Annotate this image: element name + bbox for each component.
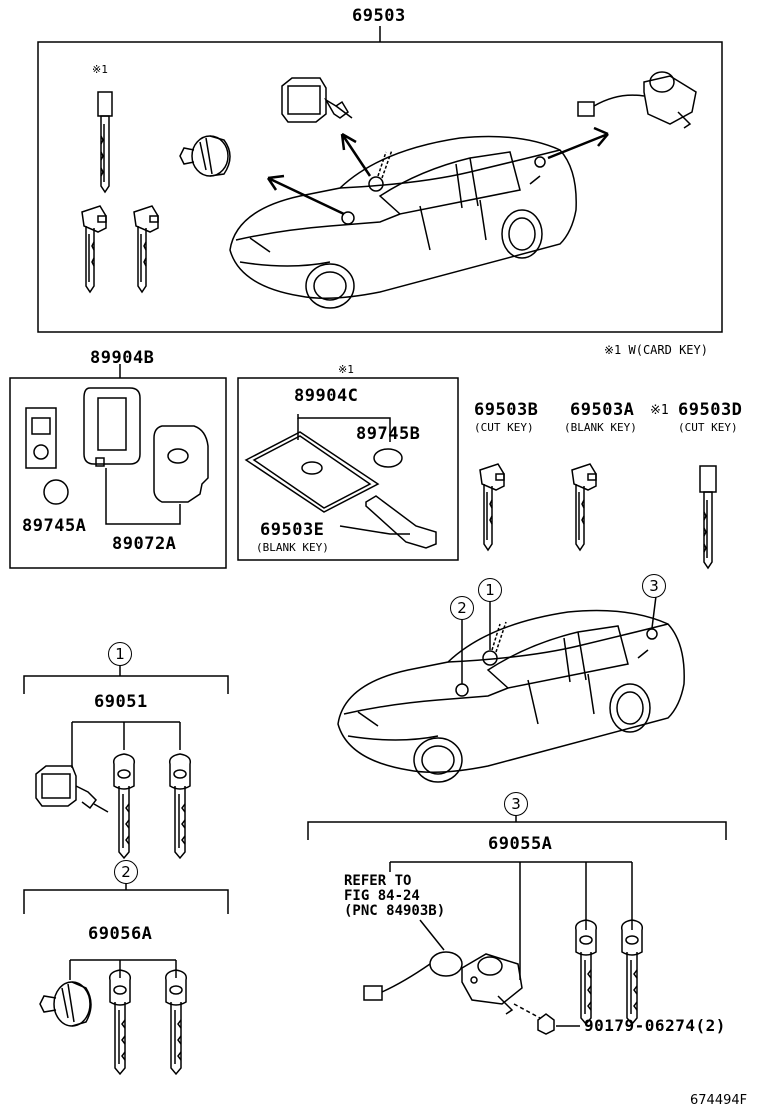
vehicle-outline-bottom: [337, 609, 685, 783]
key-1-set-1: [112, 753, 136, 859]
label-69503E-note: (BLANK KEY): [256, 541, 329, 554]
key-69503B: [479, 463, 505, 551]
card-key-blade: [365, 495, 437, 549]
key-69503D: [699, 465, 717, 569]
marker-3-legend: 3: [504, 792, 528, 816]
trunk-cylinder-top: [577, 71, 697, 129]
arrow-to-ignition: [340, 132, 372, 177]
label-69503D-note: (CUT KEY): [678, 421, 738, 434]
smart-key-frame: [83, 387, 141, 467]
label-69503B-note: (CUT KEY): [474, 421, 534, 434]
leader-89072A: [105, 468, 181, 525]
label-69055A: 69055A: [488, 834, 553, 854]
label-89745B: 89745B: [356, 424, 421, 444]
marker-leaders: [461, 595, 657, 684]
label-card-mark-d: ※1: [650, 403, 669, 418]
card-key-box: [237, 377, 459, 561]
label-89745A: 89745A: [22, 516, 87, 536]
arrow-to-trunk: [547, 126, 609, 160]
ignition-bracket-set-3: [461, 953, 523, 1015]
bracket-set-1: [23, 675, 229, 694]
label-card-mark: ※1: [338, 363, 354, 376]
marker-1-legend: 1: [108, 642, 132, 666]
smart-key-module: [25, 407, 57, 469]
label-card-mark-top: ※1: [92, 63, 108, 76]
label-69503: 69503: [352, 6, 406, 26]
refer-note: REFER TO FIG 84-24 (PNC 84903B): [344, 873, 446, 919]
marker-2-vehicle: 2: [450, 596, 474, 620]
ignition-cylinder-top: [281, 77, 353, 123]
door-cylinder-top: [179, 135, 231, 177]
bracket-set-3: [307, 821, 727, 840]
label-69056A: 69056A: [88, 924, 153, 944]
label-69503A-note: (BLANK KEY): [564, 421, 637, 434]
marker-2-legend: 2: [114, 860, 138, 884]
key-emergency-1-top: [81, 205, 107, 293]
battery-89745A: [43, 479, 69, 505]
card-key-body: [244, 431, 380, 513]
assembly-frame: [37, 41, 723, 333]
bracket-set-2: [23, 889, 229, 914]
label-89072A: 89072A: [112, 534, 177, 554]
label-89904B: 89904B: [90, 348, 155, 368]
key-69503A: [571, 463, 597, 551]
vehicle-outline-top: [229, 135, 577, 309]
key-2-set-3: [620, 919, 644, 1025]
smart-key-box: [9, 377, 227, 569]
arrow-to-door-cylinder: [266, 174, 345, 216]
label-69503A: 69503A: [570, 400, 635, 420]
figure-id: 674494F: [690, 1093, 748, 1108]
marker-3-vehicle: 3: [642, 574, 666, 598]
label-69503B: 69503B: [474, 400, 539, 420]
key-emergency-2-top: [133, 205, 159, 293]
label-69503D: 69503D: [678, 400, 743, 420]
key-blade-card-top: [97, 91, 113, 193]
key-1-set-3: [574, 919, 598, 1025]
key-2-set-1: [168, 753, 192, 859]
label-89904C: 89904C: [294, 386, 359, 406]
smart-key-case: [153, 425, 209, 503]
label-card-key-note: ※1 W(CARD KEY): [604, 343, 708, 357]
marker-1-vehicle: 1: [478, 578, 502, 602]
label-69051: 69051: [94, 692, 148, 712]
screw-90179: [537, 1013, 555, 1035]
key-1-set-2: [108, 969, 132, 1075]
label-90179-06274: 90179-06274(2): [584, 1016, 726, 1035]
door-cylinder-set-2: [39, 981, 92, 1027]
ignition-cylinder-set-1: [35, 765, 109, 813]
label-69503E: 69503E: [260, 520, 325, 540]
battery-89745B: [373, 448, 403, 468]
key-2-set-2: [164, 969, 188, 1075]
trunk-cylinder-set-3: [363, 951, 463, 1001]
